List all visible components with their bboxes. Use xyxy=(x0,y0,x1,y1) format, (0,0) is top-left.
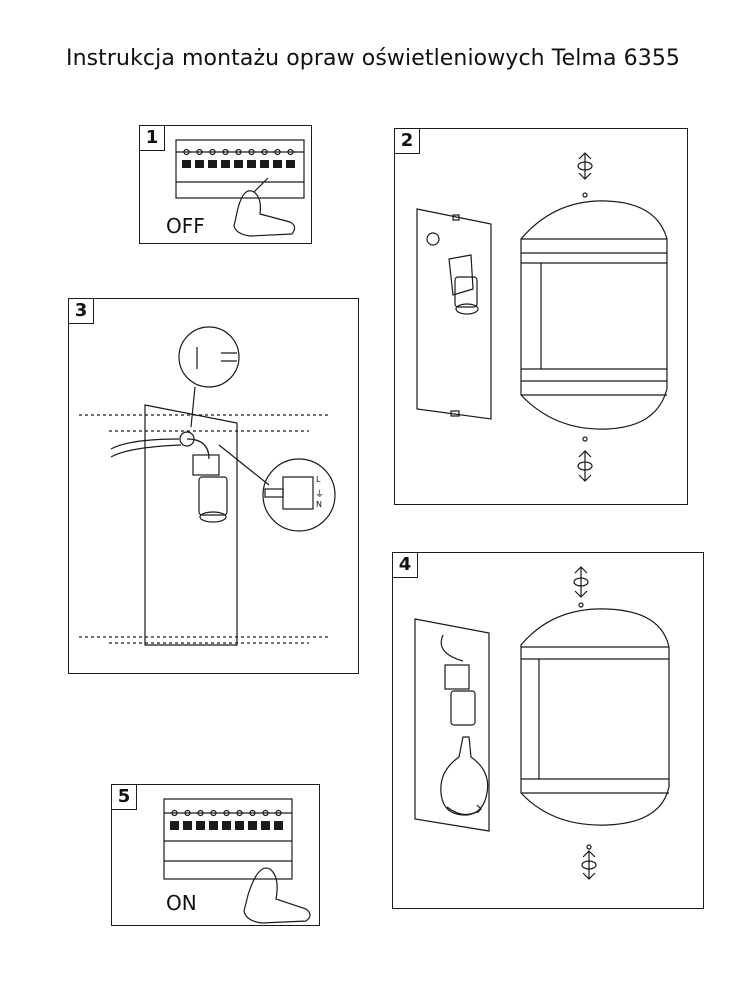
step-1-panel: 1 OFF xyxy=(139,125,312,244)
step-3-panel: 3 L ⏚ N xyxy=(68,298,359,674)
terminal-earth-label: ⏚ xyxy=(315,490,325,500)
step-5-label: ON xyxy=(166,891,197,915)
step-5-number: 5 xyxy=(111,784,137,810)
terminal-l-label: L xyxy=(316,475,321,484)
breaker-off-illustration xyxy=(175,139,305,237)
step-2-panel: 2 xyxy=(394,128,688,505)
breaker-on-illustration xyxy=(163,798,311,924)
step-4-number: 4 xyxy=(392,552,418,578)
document-title: Instrukcja montażu opraw oświetleniowych… xyxy=(65,46,681,71)
bulb-install-illustration xyxy=(414,566,670,880)
wiring-illustration xyxy=(79,326,336,646)
step-1-label: OFF xyxy=(166,214,205,238)
fixture-open-illustration xyxy=(416,152,668,482)
terminal-n-label: N xyxy=(316,500,322,509)
step-1-number: 1 xyxy=(139,125,165,151)
step-5-panel: 5 ON xyxy=(111,784,320,926)
step-2-number: 2 xyxy=(394,128,420,154)
step-4-panel: 4 xyxy=(392,552,704,909)
step-3-number: 3 xyxy=(68,298,94,324)
